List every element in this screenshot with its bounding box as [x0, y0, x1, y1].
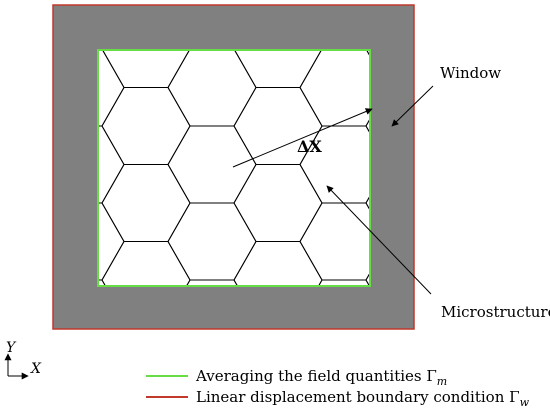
window-arrow — [391, 85, 434, 127]
y-axis-label: Y — [6, 340, 17, 356]
microstructure-region — [98, 50, 370, 286]
legend-red-label: Linear displacement boundary condition Γ — [196, 388, 520, 406]
microstructure-border — [97, 49, 371, 287]
hexagon-cell — [185, 279, 239, 286]
legend-red-text: Linear displacement boundary condition Γ… — [196, 388, 530, 409]
legend-green-subscript: m — [437, 375, 447, 388]
microstructure-arrow — [326, 185, 432, 295]
delta-x-label: ΔX — [297, 137, 322, 156]
legend-red-subscript: w — [520, 396, 530, 409]
window-label: Window — [440, 64, 501, 82]
legend-green-text: Averaging the field quantities Γm — [195, 367, 447, 388]
hexagon-cell — [317, 279, 370, 286]
legend-green-label: Averaging the field quantities Γ — [195, 367, 437, 385]
legend: Averaging the field quantities Γm Linear… — [146, 367, 530, 409]
hexagon-mesh — [98, 50, 370, 286]
coordinate-axes: Y X — [4, 340, 42, 380]
x-axis-label: X — [30, 361, 42, 377]
delta-x-arrow — [232, 108, 373, 168]
microstructure-label: Microstructure — [441, 303, 550, 321]
